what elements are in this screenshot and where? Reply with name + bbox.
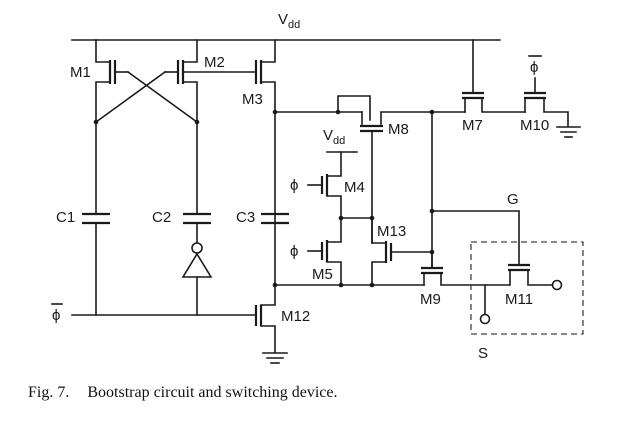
switch-device-box — [470, 241, 584, 335]
label-m7: M7 — [462, 117, 483, 134]
label-m9: M9 — [420, 291, 441, 308]
transistor-m7 — [462, 39, 526, 113]
transistor-m4 — [307, 151, 342, 219]
label-m1: M1 — [70, 64, 91, 81]
vdd-label-m4: Vdd — [323, 127, 345, 147]
capacitor-c3 — [261, 212, 289, 225]
cross-wire-1 — [126, 70, 199, 124]
vdd-label-top: Vdd — [278, 11, 300, 31]
m8-body-loop — [337, 95, 371, 121]
figure-caption: Fig. 7. Bootstrap circuit and switching … — [28, 384, 352, 402]
clock-label-m4: ϕ — [290, 177, 298, 194]
label-m2: M2 — [204, 54, 225, 71]
transistor-m12 — [254, 284, 276, 353]
ground-icon — [556, 126, 581, 138]
label-m10: M10 — [520, 117, 549, 134]
terminal-s-label: S — [478, 345, 488, 362]
label-m11: M11 — [505, 291, 533, 308]
figure-number: Fig. 7. — [28, 384, 70, 401]
source-terminal — [479, 313, 491, 325]
transistor-m1 — [95, 39, 129, 123]
transistor-m11 — [508, 263, 553, 286]
transistor-m9 — [421, 251, 510, 286]
label-m4: M4 — [344, 179, 365, 196]
drain-terminal — [551, 279, 563, 291]
ground-icon — [262, 352, 288, 364]
terminal-g-label: G — [507, 191, 519, 208]
transistor-m3 — [254, 39, 276, 286]
transistor-m10 — [524, 77, 569, 127]
gate-node-wire — [431, 210, 520, 265]
label-c3: C3 — [236, 209, 255, 226]
transistor-m5 — [307, 217, 342, 286]
clock-bar-label-input: ϕ — [52, 307, 60, 324]
label-m12: M12 — [281, 308, 310, 325]
label-m13: M13 — [377, 223, 406, 240]
clock-label-m5: ϕ — [290, 243, 298, 260]
capacitor-c1 — [82, 121, 110, 316]
figure-caption-text: Bootstrap circuit and switching device. — [87, 384, 338, 401]
cross-wire-2 — [94, 70, 167, 124]
transistor-m13 — [371, 217, 433, 286]
label-m5: M5 — [312, 266, 333, 283]
label-m8: M8 — [388, 121, 409, 138]
transistor-m2 — [164, 39, 198, 123]
label-c2: C2 — [152, 209, 171, 226]
label-m3: M3 — [242, 91, 263, 108]
label-c1: C1 — [56, 209, 75, 226]
inverter-icon — [181, 242, 213, 316]
capacitor-c2 — [183, 121, 211, 243]
clock-bar-label-m10: ϕ — [530, 59, 538, 76]
